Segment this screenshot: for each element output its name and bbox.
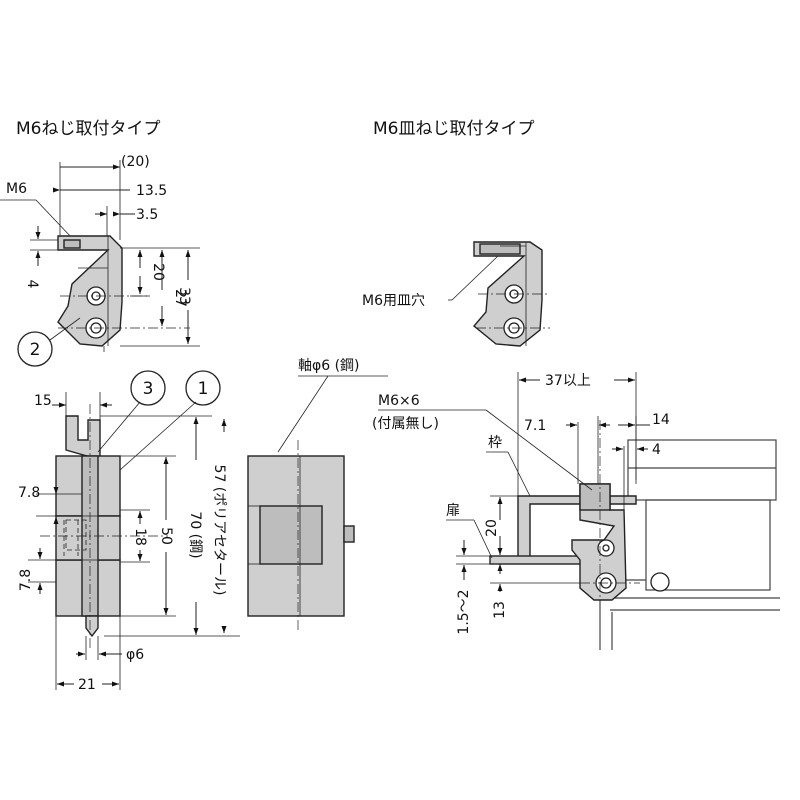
title-m6-screw-type: M6ねじ取付タイプ — [16, 119, 160, 139]
screw-label: M6×6 — [378, 393, 420, 409]
left-profile-view: (20) 13.5 3.5 M6 20 27 — [0, 154, 200, 367]
dim-4-right: 4 — [652, 442, 661, 458]
dim-7-1: 7.1 — [524, 418, 546, 434]
frame-label: 枠 — [488, 435, 502, 451]
screw-note: (付属無し) — [372, 416, 439, 432]
dim-15: 15 — [34, 393, 52, 409]
dim-20-paren: (20) — [121, 154, 150, 170]
dim-7-8-bottom: 7.8 — [18, 569, 34, 591]
dim-18: 18 — [132, 528, 148, 546]
install-view: 37以上 M6×6 (付属無し) 7.1 14 4 枠 扉 20 — [372, 372, 780, 650]
dim-57-polyacetal: 57 (ポリアセタール) — [211, 465, 227, 596]
dim-27: 27 — [172, 289, 188, 307]
dim-4-left: 4 — [24, 280, 40, 289]
dim-20-install: 20 — [484, 519, 500, 537]
dim-13-5: 13.5 — [136, 183, 167, 199]
shaft-label: 軸φ6 (鋼) — [298, 358, 360, 374]
dim-50: 50 — [158, 527, 174, 545]
front-view: 15 3 1 7.8 7.8 18 50 — [18, 370, 240, 693]
callout-3: 3 — [143, 379, 154, 399]
callout-1: 1 — [198, 379, 209, 399]
side-view: 軸φ6 (鋼) — [247, 358, 388, 630]
title-m6-countersunk-type: M6皿ねじ取付タイプ — [373, 119, 534, 139]
dim-20-vertical: 20 — [150, 263, 166, 281]
dim-14: 14 — [652, 412, 670, 428]
dim-70-steel: 70 (鋼) — [187, 511, 203, 558]
dim-21: 21 — [78, 677, 96, 693]
dim-37-min: 37以上 — [545, 373, 591, 389]
dim-1-5-2: 1.5～2 — [456, 589, 472, 634]
door-label: 扉 — [446, 503, 460, 519]
dim-33: 33 — [176, 287, 192, 305]
m6-thread-label: M6 — [6, 181, 27, 197]
dim-3-5: 3.5 — [136, 207, 158, 223]
right-profile-view: M6用皿穴 — [362, 241, 550, 347]
countersink-hole-label: M6用皿穴 — [362, 293, 425, 309]
dim-7-8-top: 7.8 — [18, 485, 40, 501]
dim-phi6: φ6 — [126, 647, 144, 663]
callout-2: 2 — [30, 340, 41, 360]
dim-13: 13 — [492, 601, 508, 619]
